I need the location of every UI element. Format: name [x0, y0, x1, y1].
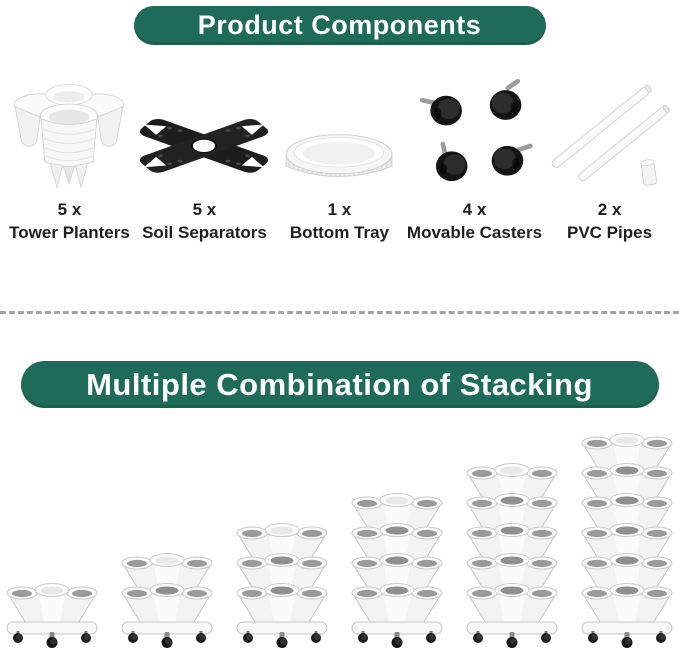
tower-svg-2-tiers	[121, 553, 213, 648]
pvc-pipes-image	[545, 65, 675, 196]
component-name: Soil Separators	[142, 223, 267, 242]
stacked-tower-4	[351, 493, 443, 649]
stacked-tower-2	[121, 553, 213, 649]
component-item-tower-planters: 5 x Tower Planters	[2, 65, 137, 245]
stacked-tower-1	[6, 583, 98, 649]
soil-separators-image	[139, 65, 269, 196]
pvc-pipe-segment	[640, 159, 657, 186]
component-item-soil-separators: 5 x Soil Separators	[137, 65, 272, 245]
component-name: Movable Casters	[406, 223, 543, 242]
soil-separators-icon	[140, 119, 269, 173]
component-qty: 2 x	[597, 200, 622, 219]
tower-svg-4-tiers	[351, 493, 443, 648]
stacking-title-banner: Multiple Combination of Stacking	[20, 361, 659, 408]
component-qty: 4 x	[462, 200, 487, 219]
component-item-bottom-tray: 1 x Bottom Tray	[272, 65, 407, 245]
tower-svg-5-tiers	[466, 463, 558, 648]
components-row: 5 x Tower Planters	[0, 65, 679, 245]
bottom-tray-image	[274, 65, 404, 196]
bottom-tray-icon	[286, 134, 393, 177]
tower-svg-3-tiers	[236, 523, 328, 648]
tower-planters-image	[4, 65, 134, 196]
component-name: Bottom Tray	[289, 223, 390, 242]
movable-casters-image	[409, 65, 539, 196]
component-name: Tower Planters	[9, 223, 130, 242]
stacked-tower-6	[581, 433, 673, 649]
tower-planters-icon	[14, 84, 125, 190]
tower-svg-1-tiers	[6, 583, 98, 648]
tower-svg-6-tiers	[581, 433, 673, 648]
caster-wheel	[492, 143, 534, 176]
stacked-tower-3	[236, 523, 328, 649]
dashed-divider	[0, 311, 679, 314]
component-item-pvc-pipes: 2 x PVC Pipes	[542, 65, 677, 245]
component-item-movable-casters: 4 x Movable Casters	[407, 65, 542, 245]
pvc-pipes-icon	[551, 84, 670, 186]
components-title-banner: Product Components	[133, 6, 546, 45]
product-infographic: Product Components	[0, 6, 679, 655]
caster-wheel	[436, 141, 468, 182]
component-name: PVC Pipes	[566, 223, 653, 242]
pvc-pipe	[551, 84, 652, 168]
component-qty: 5 x	[192, 200, 217, 219]
pvc-pipe	[577, 104, 670, 182]
component-qty: 5 x	[57, 200, 82, 219]
towers-row	[0, 429, 679, 649]
component-qty: 1 x	[327, 200, 352, 219]
caster-wheel	[490, 78, 522, 120]
components-title: Product Components	[197, 10, 482, 40]
stacked-tower-5	[466, 463, 558, 649]
caster-wheel	[420, 95, 463, 126]
movable-casters-icon	[420, 78, 534, 182]
stacking-title: Multiple Combination of Stacking	[86, 366, 593, 402]
